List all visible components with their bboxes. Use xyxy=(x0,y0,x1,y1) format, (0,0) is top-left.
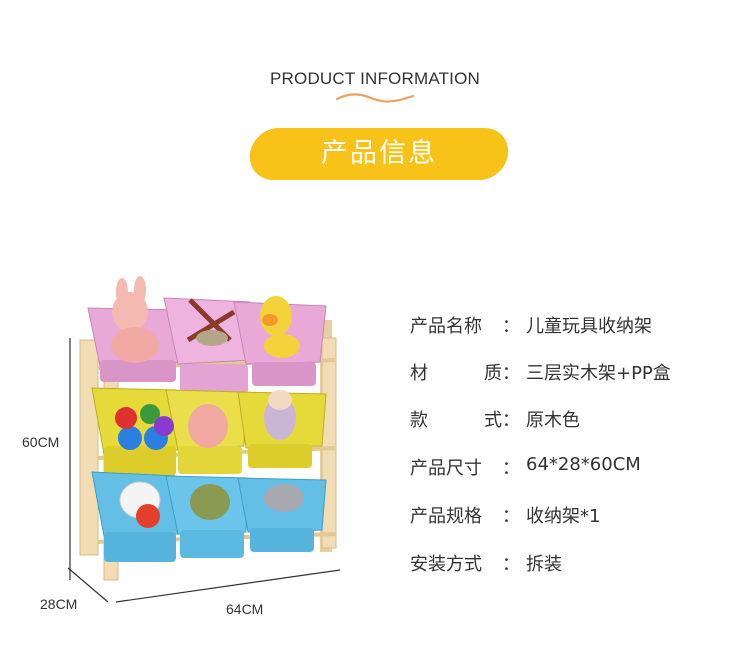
spec-label: 产品名称 xyxy=(410,316,482,337)
header-title-en: PRODUCT INFORMATION xyxy=(270,69,480,88)
section-banner-title: 产品信息 xyxy=(321,138,437,169)
spec-label-char: 材 xyxy=(410,363,428,384)
spec-colon: ： xyxy=(502,316,520,337)
spec-value: 拆装 xyxy=(526,554,562,575)
spec-label-char: 式 xyxy=(484,410,502,431)
spec-label-char: 质 xyxy=(484,363,502,384)
spec-colon: ： xyxy=(502,363,520,384)
spec-label-char: 款 xyxy=(410,410,428,431)
spec-colon: ： xyxy=(502,506,520,527)
spec-colon: ： xyxy=(502,554,520,575)
squiggle-divider-icon xyxy=(335,93,415,103)
spec-value: 64*28*60CM xyxy=(526,454,641,475)
spec-label: 产品尺寸 xyxy=(410,458,482,479)
spec-value: 三层实木架+PP盒 xyxy=(526,363,671,384)
dimension-height-label: 60CM xyxy=(22,434,60,450)
spec-colon: ： xyxy=(502,458,520,479)
spec-value: 儿童玩具收纳架 xyxy=(526,316,652,337)
spec-label: 材 质 xyxy=(410,359,502,385)
spec-label: 产品规格 xyxy=(410,506,482,527)
spec-colon: ： xyxy=(502,410,520,431)
toy-storage-rack-illustration xyxy=(67,276,341,603)
spec-label: 款 式 xyxy=(410,406,502,432)
dimension-depth-label: 28CM xyxy=(40,596,78,612)
spec-value: 收纳架*1 xyxy=(526,506,601,527)
spec-label: 安装方式 xyxy=(410,554,482,575)
dimension-width-label: 64CM xyxy=(226,601,264,617)
spec-value: 原木色 xyxy=(526,410,580,431)
